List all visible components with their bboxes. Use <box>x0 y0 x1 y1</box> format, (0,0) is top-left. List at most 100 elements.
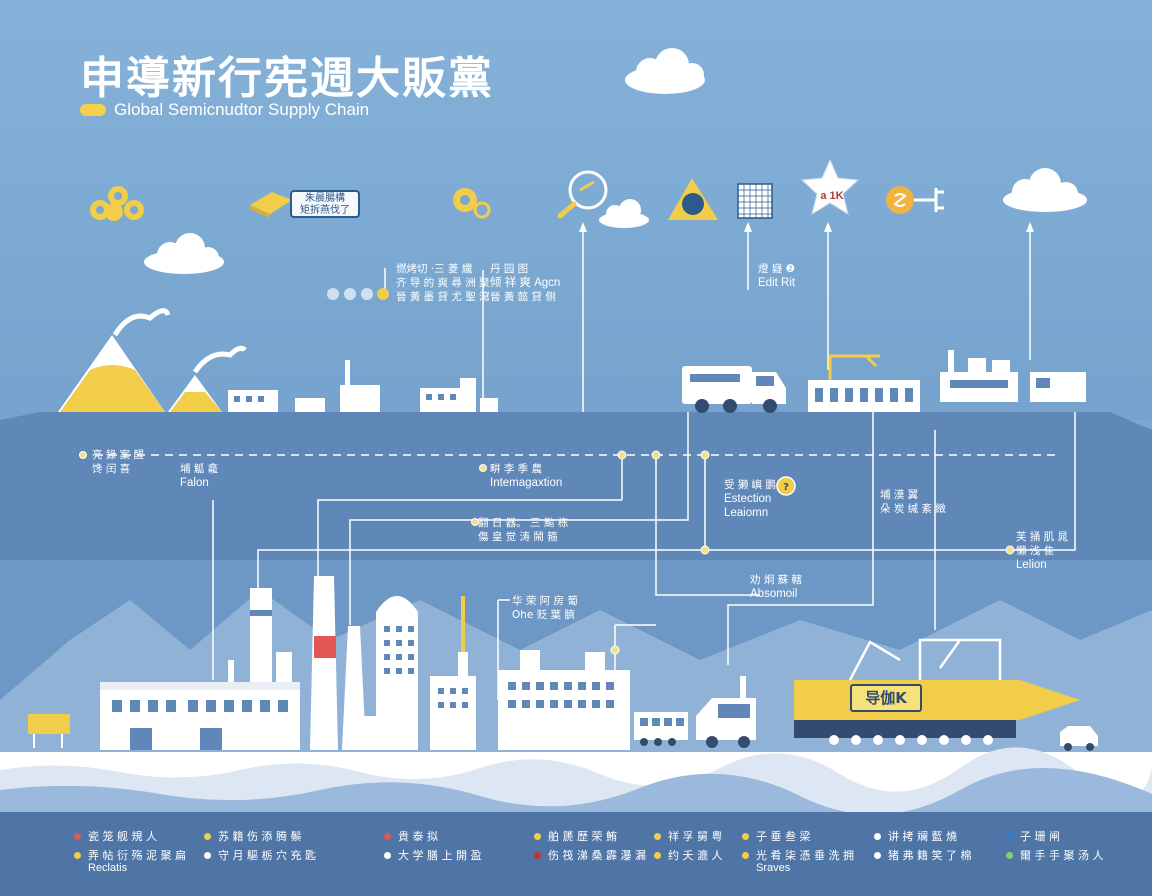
annotation-line: 丹 园 图 <box>490 263 529 275</box>
annotation-line: 燃烤切 ·三 菱 纖 <box>396 263 473 275</box>
legend-dot-icon <box>874 852 881 859</box>
annotation-line: 晉 黃 墨 貸 尤 聖 瀉 <box>396 291 490 303</box>
rail-car <box>634 712 688 746</box>
fab-factory <box>100 588 300 750</box>
cloud-icon <box>1003 168 1087 212</box>
legend-label: 伤 筏 涕 桑 霹 瀑 漏 <box>548 849 646 862</box>
svg-text:?: ? <box>783 482 789 493</box>
delivery-van <box>696 676 756 748</box>
legend-label: 子 珊 闸 <box>1020 830 1060 843</box>
legend-item: 猪 弗 籍 笑 了 棉 <box>874 849 971 862</box>
subtitle-text: Global Semicnudtor Supply Chain <box>114 100 370 119</box>
raw-materials-icon <box>90 186 144 221</box>
annotation-assembly: 劝 炯 蘇 轄 Absomoil <box>750 573 802 601</box>
page-title: 申導新行宪週大販黨 <box>80 53 494 104</box>
connector-line <box>655 455 760 596</box>
annotation-line: Ohe 贬 葉 臍 <box>512 609 575 621</box>
arrow-marker <box>744 222 752 232</box>
legend-item: 守 月 驅 栃 穴 充 匙 <box>204 849 316 862</box>
page-subtitle: Global Semicnudtor Supply Chain <box>80 100 369 120</box>
annotation-line: 芙 捅 肌 晁 <box>1016 531 1069 543</box>
legend-sublabel: Reclatis <box>88 862 128 874</box>
legend-dot-icon <box>534 852 541 859</box>
connector-line <box>349 412 689 625</box>
cloud-icon <box>144 233 224 274</box>
annotation-line: Intemagaxtion <box>490 477 563 489</box>
legend-item: 舶 篪 歷 荣 鮪 <box>534 830 617 843</box>
legend-item: 貴 泰 拟 <box>384 830 438 843</box>
legend-item: 子 珊 闸 <box>1006 830 1060 843</box>
legend-item: 大 学 膳 上 開 盈 <box>384 849 481 862</box>
equipment-icon <box>940 350 1086 402</box>
cloud-icon <box>599 199 649 228</box>
legend-label: 貴 泰 拟 <box>398 830 438 843</box>
chip-triangle-icon <box>668 178 718 220</box>
connector-line <box>727 412 874 665</box>
legend-label: 弄 帖 衍 殇 泥 聚 扁 <box>88 849 186 862</box>
crane-factory-icon <box>808 354 920 412</box>
billboard-sign <box>28 714 70 748</box>
materials-tag: 朱晨腸構 矩拆燕伐了 <box>290 190 360 218</box>
legend-item: 苏 籍 伤 添 腾 鬃 <box>204 830 301 843</box>
legend-dot-icon <box>1006 833 1013 840</box>
legend-dot-icon <box>384 852 391 859</box>
annotation-line: 埔 觚 龕 <box>180 463 219 475</box>
tag-line: 矩拆燕伐了 <box>300 205 350 216</box>
annotation-line: 晉 黃 懿 貸 侧 <box>490 291 556 303</box>
connector-line <box>1010 412 1076 551</box>
annotation-line: 畊 李 季 農 <box>490 463 543 475</box>
legend-label: 约 夭 漉 人 <box>668 849 723 862</box>
legend-sublabel: Sraves <box>756 862 791 874</box>
legend-label: 祥 孚 舅 粤 <box>668 830 723 843</box>
connector-line <box>317 499 622 590</box>
legend-item: 讲 拷 斓 藍 燒 <box>874 830 957 843</box>
tag-line: 朱晨腸構 <box>305 193 345 204</box>
legend-item: 约 夭 漉 人 <box>654 849 723 862</box>
node-dots <box>79 450 1015 655</box>
legend-dot-icon <box>534 833 541 840</box>
legend-dot-icon <box>654 833 661 840</box>
annotation-shipping: 华 荣 阿 房 葡 Ohe 贬 葉 臍 <box>512 594 578 622</box>
annotation-line: 傷 皇 觉 涛 鬧 箍 <box>478 531 558 543</box>
legend-label: 子 垂 叁 梁 <box>756 830 811 843</box>
coin-plug-icon <box>886 186 944 214</box>
annotation-far-right: 芙 捅 肌 晁 懶 浅 隹 Lelion <box>1016 530 1068 572</box>
annotation-left: 亮 錄 案 醒 馋 闰 喜 <box>92 448 144 476</box>
legend-item: 爾 手 手 聚 汤 人 <box>1006 849 1103 862</box>
annotation-line: Edit Rit <box>758 277 796 289</box>
legend-item: 子 垂 叁 梁 <box>742 830 811 843</box>
legend-label: 爾 手 手 聚 汤 人 <box>1020 849 1104 862</box>
annotation-fab: 埔 觚 龕 Falon <box>180 462 218 490</box>
arrow-marker <box>1026 222 1034 232</box>
arrow-marker <box>824 222 832 232</box>
sky <box>0 0 1152 420</box>
legend-dot-icon <box>742 852 749 859</box>
annotation-line: 受 獭 嶼 鹏 <box>724 479 777 491</box>
legend-label: 大 学 膳 上 開 盈 <box>398 849 482 862</box>
river-wave <box>0 767 1152 815</box>
legend-label: 猪 弗 籍 笑 了 棉 <box>888 849 972 862</box>
star-badge-text: a 1K <box>820 190 844 202</box>
info-coin-icon: ? <box>776 476 796 496</box>
annotation-right: 埔 漠 翼 朵 炭 缄 紊 緻 <box>880 488 946 516</box>
legend-label: 讲 拷 斓 藍 燒 <box>888 830 957 843</box>
tall-office <box>430 596 476 750</box>
river-wave <box>0 747 1152 812</box>
annotation-line: 馋 闰 喜 <box>92 463 131 475</box>
annotation-top-right: 丹 园 图 倾 祥 爽 Agcn 晉 黃 懿 貸 侧 <box>490 262 560 304</box>
cloud-icon <box>625 48 705 94</box>
gear-icon <box>453 188 491 219</box>
legend-label: 瓷 笼 舰 規 人 <box>88 830 157 843</box>
legend-dot-icon <box>742 833 749 840</box>
ship-label: 导伽K <box>850 684 922 712</box>
annotation-line: Leaiomn <box>724 507 769 519</box>
annotation-line: 翻 日 器。 三 颱 栋 <box>478 517 569 529</box>
plateau <box>0 412 1152 560</box>
legend-dot-icon <box>384 833 391 840</box>
annotation-line: 劝 炯 蘇 轄 <box>750 574 803 586</box>
dome-building <box>344 596 418 750</box>
annotation-line: 倾 祥 爽 Agcn <box>490 277 561 289</box>
legend-panel: 瓷 笼 舰 規 人 苏 籍 伤 添 腾 鬃 貴 泰 拟 舶 篪 歷 荣 鮪 祥 … <box>0 812 1152 896</box>
small-car <box>1060 726 1098 751</box>
